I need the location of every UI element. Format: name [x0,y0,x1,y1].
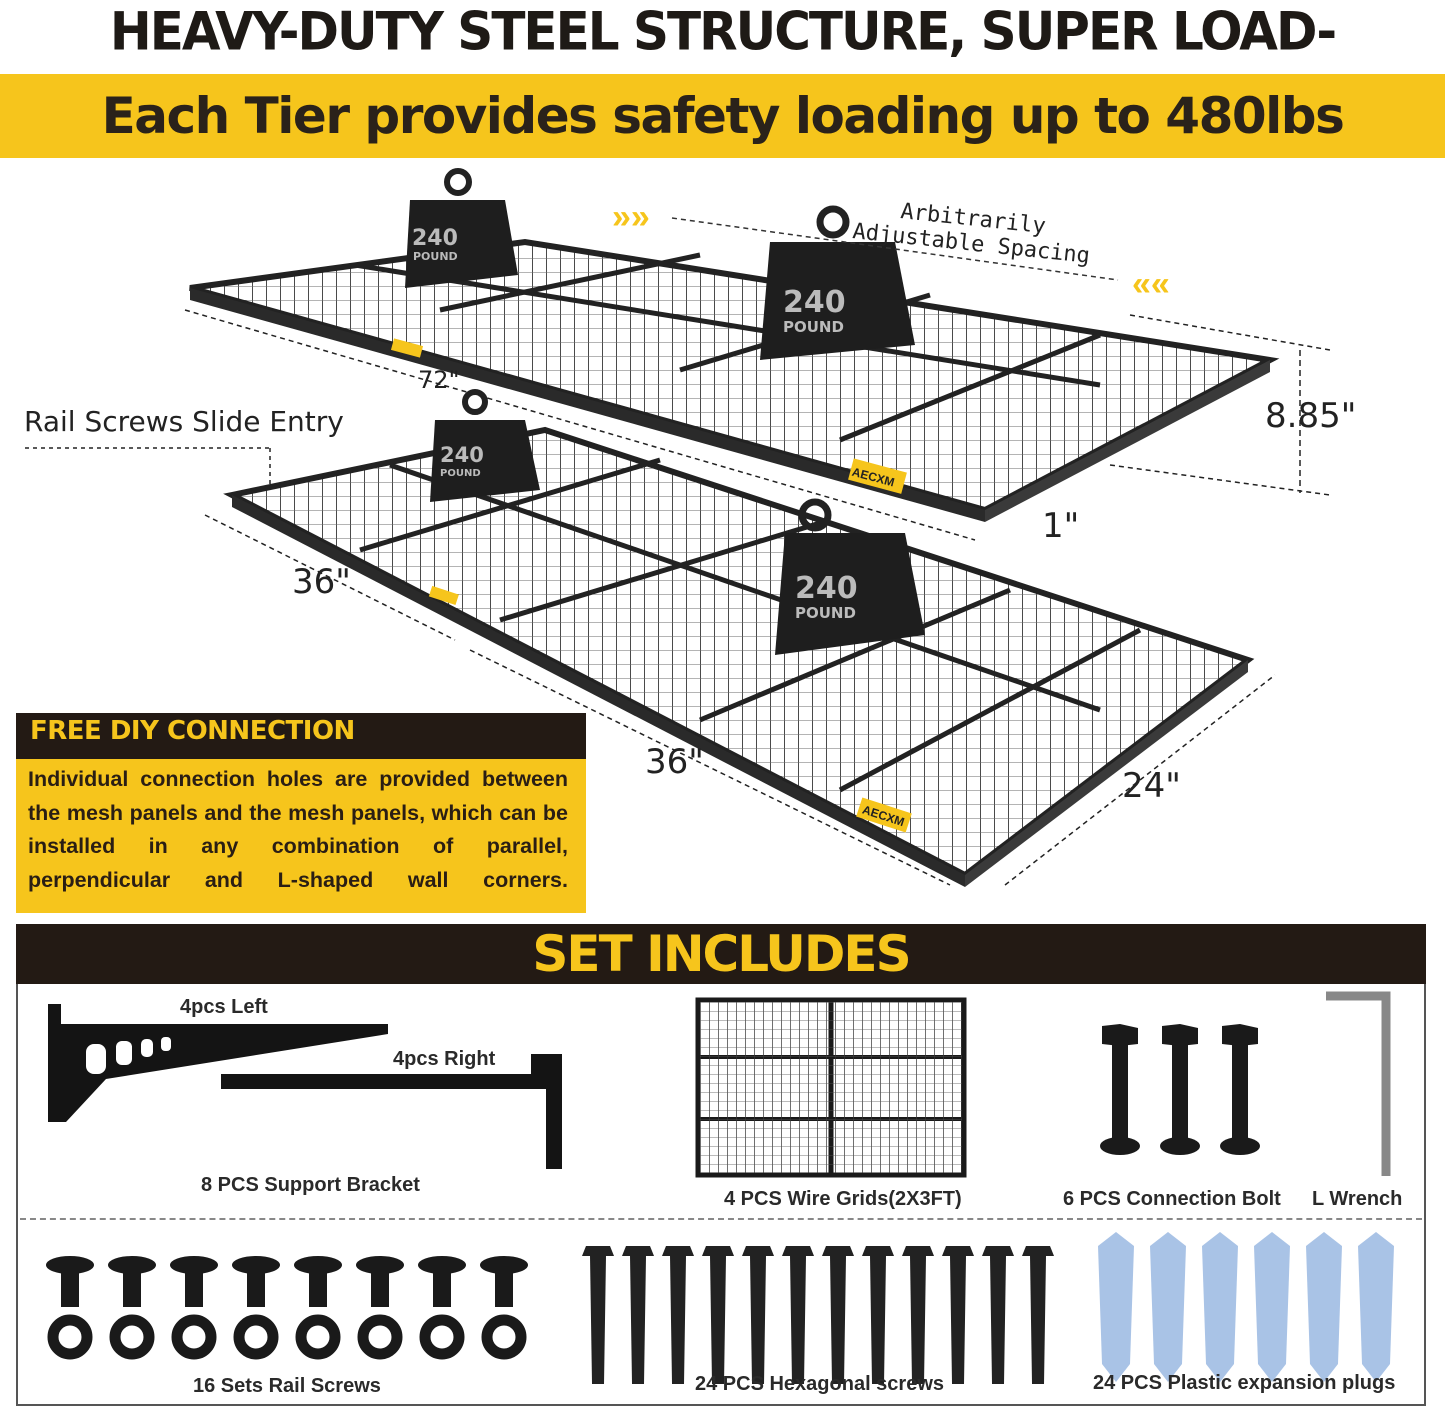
shelf-diagram: AECXM AECXM 240 POUND 240 POUND 240 POUN… [25,168,1331,887]
chevrons-right-icon: »» [612,198,650,236]
item-l-wrench: L Wrench [1312,1188,1403,1210]
hexagonal-screw-icons [582,1246,1054,1384]
dim-section-2: 36" [645,742,704,782]
load-banner [0,74,1445,158]
brand-tag [848,458,907,494]
weight-1-unit: POUND [413,250,458,263]
set-includes-title: SET INCLUDES [532,925,911,983]
item-hexagonal-screws: 24 PCS Hexagonal screws [695,1373,945,1395]
diy-header [16,713,586,759]
weight-3: 240 POUND [430,389,540,502]
item-expansion-plugs: 24 PCS Plastic expansion plugs [1093,1372,1396,1394]
set-items-art [46,991,1394,1384]
diy-title: FREE DIY CONNECTION [30,716,355,746]
dim-gap: 1" [1042,506,1080,546]
dim-height: 8.85" [1265,396,1357,436]
set-divider [20,1218,1422,1220]
weight-3-number: 240 [440,443,484,467]
item-connection-bolt: 6 PCS Connection Bolt [1063,1188,1281,1210]
dim-depth: 24" [1122,766,1181,806]
item-support-bracket: 8 PCS Support Bracket [201,1174,420,1196]
page-title: HEAVY-DUTY STEEL STRUCTURE, SUPER LOAD-B… [109,1,1337,129]
weight-1-number: 240 [412,226,458,251]
weight-3-unit: POUND [440,468,481,479]
weight-4-unit: POUND [795,604,856,622]
support-bracket-left-icon [48,1004,562,1169]
connection-bolt-icon [1100,1024,1260,1155]
rail-screw-icons [46,1256,528,1360]
load-banner-text: Each Tier provides safety loading up to … [101,87,1345,145]
bracket-left-label: 4pcs Left [180,996,268,1018]
weight-1: 240 POUND [405,168,518,288]
set-includes-header [16,924,1426,984]
wire-grid-icon [695,997,967,1178]
l-wrench-icon [1326,991,1391,1176]
dim-section-1: 36" [292,562,351,602]
weight-2-unit: POUND [783,318,844,336]
dimension-lines [25,309,1331,886]
rail-label: Rail Screws Slide Entry [24,405,344,438]
upper-shelf: AECXM [189,238,1280,522]
expansion-plug-icons [1098,1232,1394,1382]
diy-body: Individual connection holes are provided… [28,767,568,892]
item-wire-grids: 4 PCS Wire Grids(2X3FT) [724,1188,962,1210]
weight-4: 240 POUND [775,498,925,655]
dim-length: 72" [418,366,460,394]
weight-2: 240 POUND [760,205,915,360]
weight-4-number: 240 [795,571,858,606]
chevrons-left-icon: «« [1132,265,1170,303]
item-rail-screws: 16 Sets Rail Screws [193,1375,381,1397]
bracket-right-label: 4pcs Right [393,1048,496,1070]
lower-shelf: AECXM [223,426,1255,887]
weight-2-number: 240 [783,285,846,320]
